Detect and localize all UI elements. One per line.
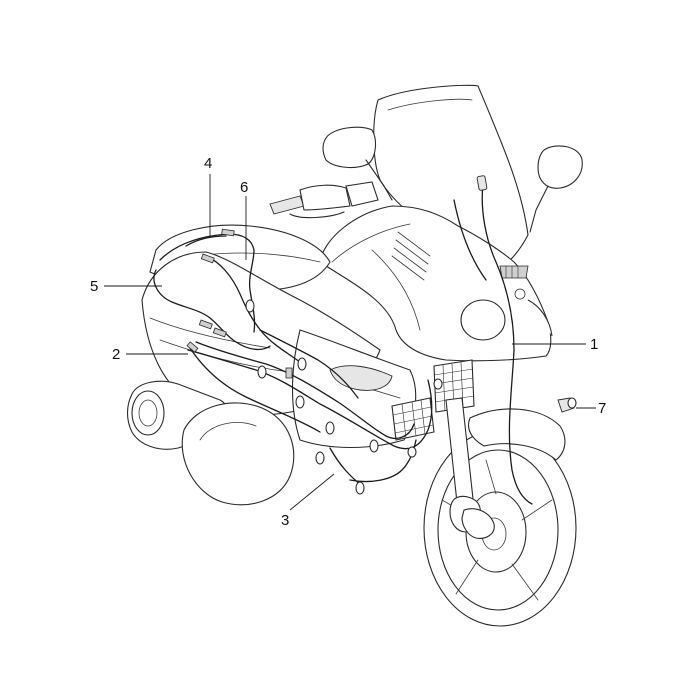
fairing-vent	[391, 231, 431, 281]
callout-1: 1	[590, 336, 598, 353]
callout-2: 2	[112, 346, 120, 363]
scooter-outline	[126, 84, 583, 627]
callout-6: 6	[240, 179, 248, 196]
callout-labels: 1 2 3 4 5 6 7	[90, 155, 606, 529]
right-mirror	[537, 145, 583, 189]
cable-5	[153, 269, 271, 351]
left-mirror	[322, 126, 377, 169]
cable-1	[481, 183, 533, 505]
callout-3: 3	[281, 512, 289, 529]
cable-clips	[245, 299, 443, 495]
callout-4: 4	[204, 155, 212, 172]
front-wheel	[423, 429, 577, 627]
cable-6	[205, 255, 301, 363]
leader-3	[289, 473, 335, 511]
headlight	[460, 299, 506, 341]
cable-3	[187, 349, 433, 450]
left-grip	[269, 195, 305, 215]
cable-harness	[153, 175, 533, 505]
front-indicator	[499, 265, 529, 279]
leader-lines	[104, 174, 596, 511]
cable-ends	[186, 228, 293, 379]
rear-wheel	[181, 402, 295, 506]
cable-2	[189, 347, 321, 433]
callout-7: 7	[598, 400, 606, 417]
callout-5: 5	[90, 278, 98, 295]
part-7-fitting	[557, 397, 577, 413]
radiator-grille	[391, 359, 475, 441]
front-mudguard	[467, 408, 566, 461]
